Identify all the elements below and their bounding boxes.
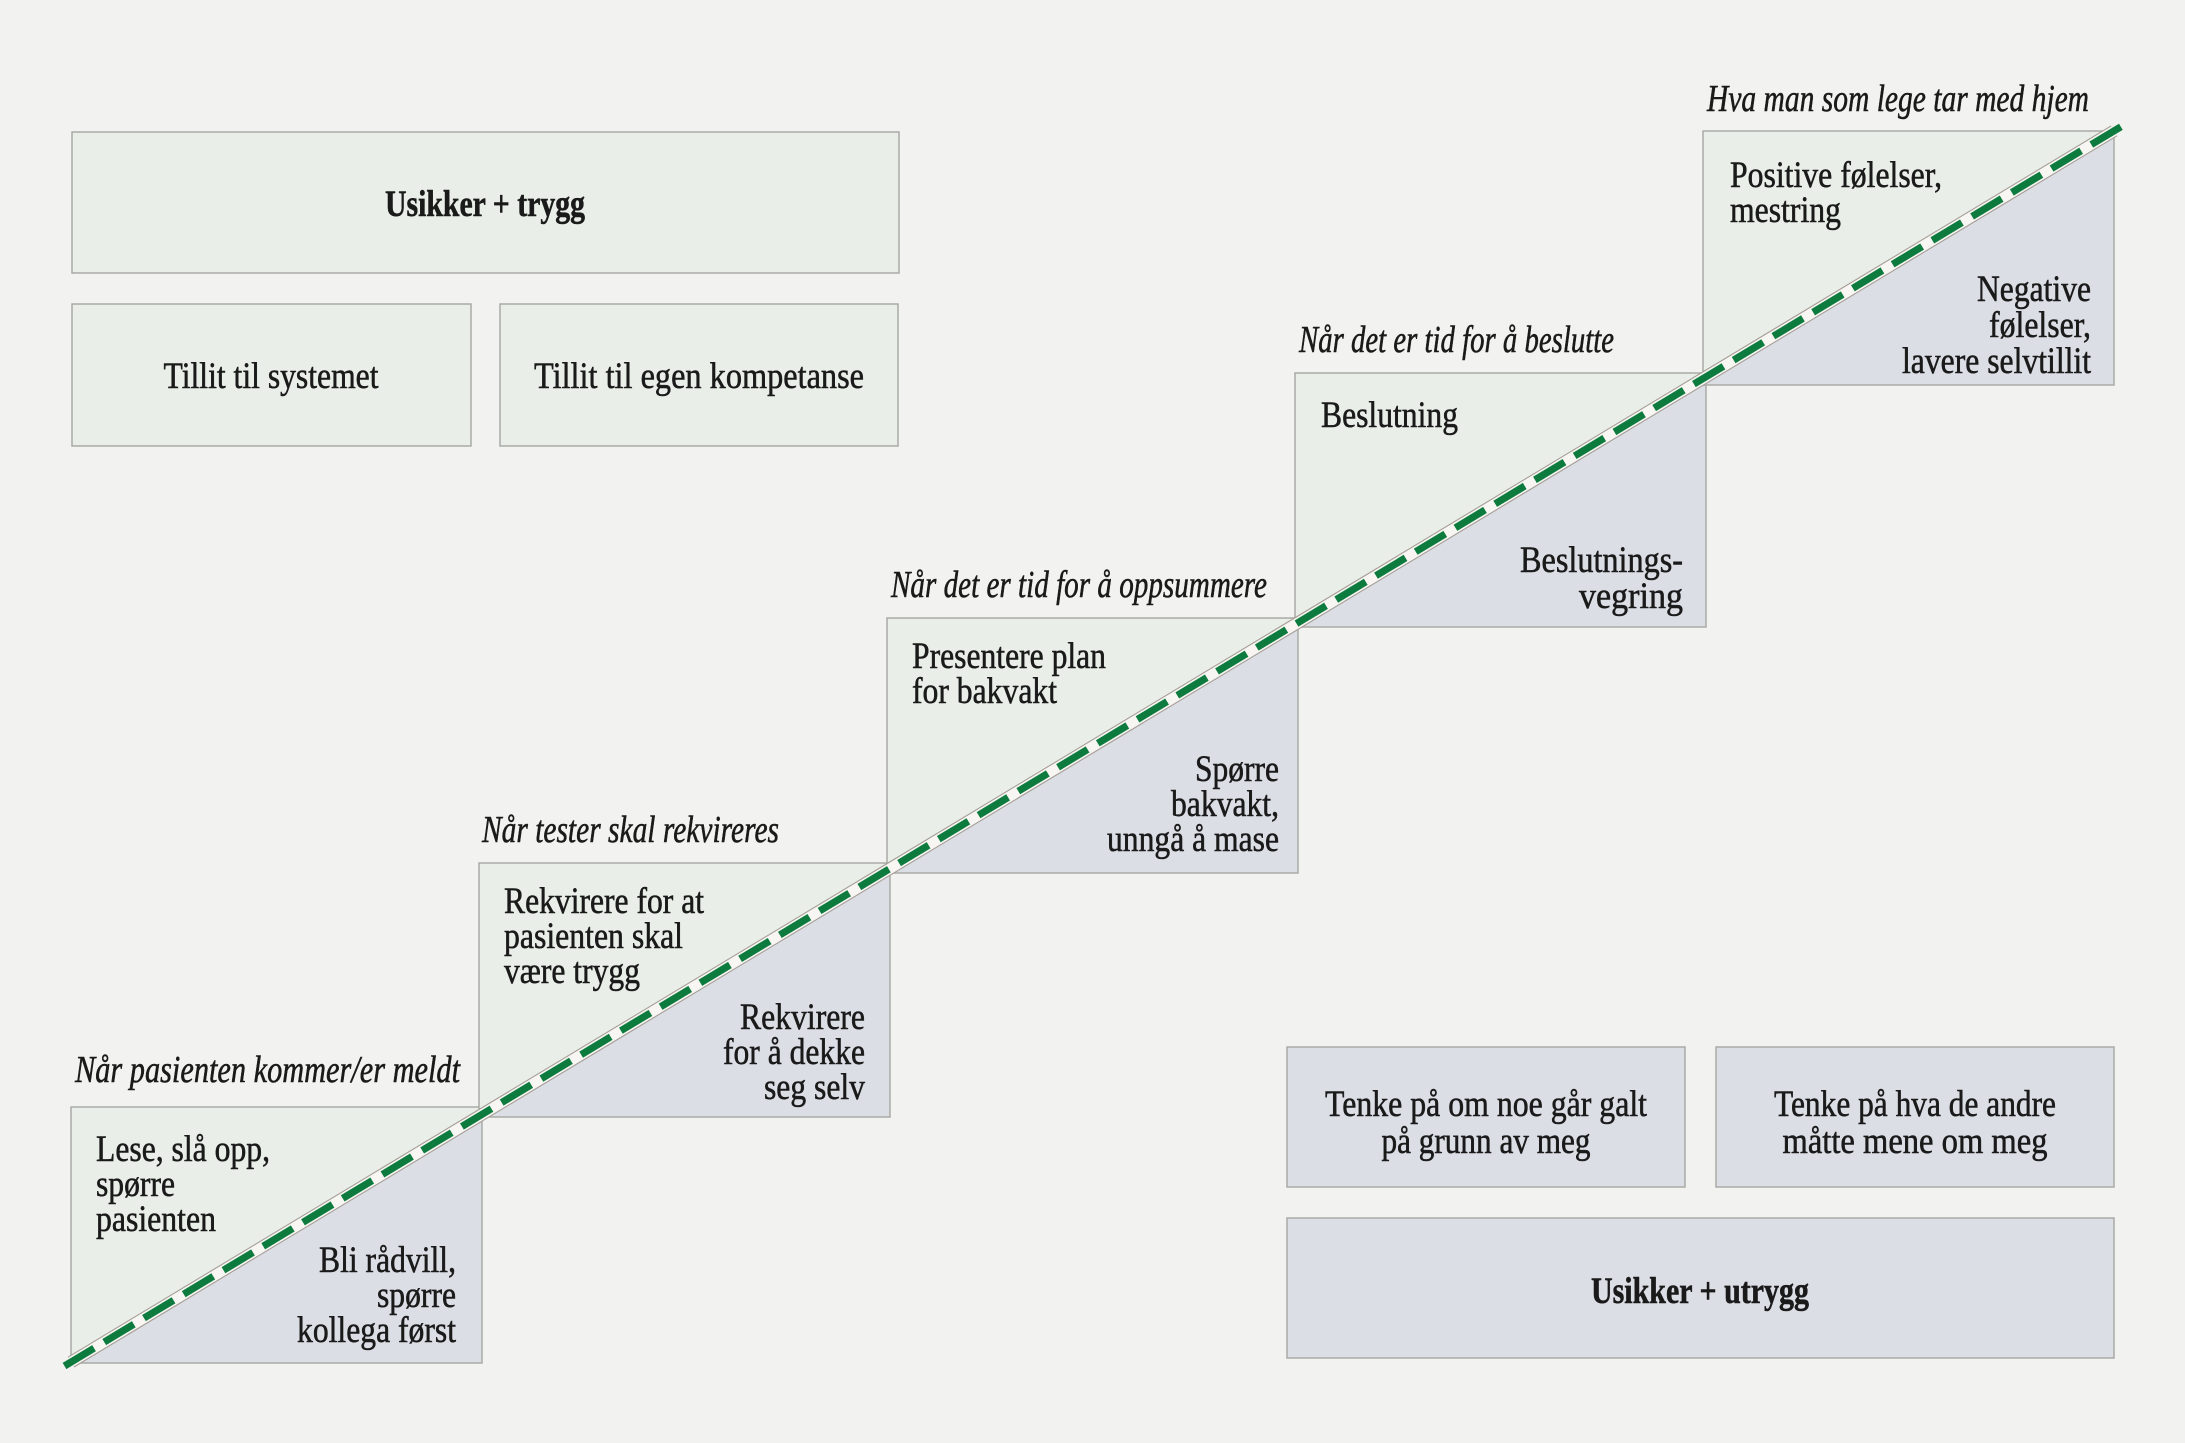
svg-text:Spørre: Spørre xyxy=(1195,749,1279,790)
svg-text:på grunn av meg: på grunn av meg xyxy=(1382,1121,1591,1162)
svg-text:Negative: Negative xyxy=(1977,269,2091,310)
svg-text:spørre: spørre xyxy=(96,1164,175,1205)
svg-text:være trygg: være trygg xyxy=(504,951,640,992)
svg-text:pasienten: pasienten xyxy=(96,1199,216,1240)
svg-text:for å dekke: for å dekke xyxy=(723,1032,865,1073)
svg-text:Når det er tid for å oppsummer: Når det er tid for å oppsummere xyxy=(890,564,1267,606)
svg-text:måtte mene om meg: måtte mene om meg xyxy=(1783,1121,2048,1162)
svg-text:Usikker + utrygg: Usikker + utrygg xyxy=(1591,1271,1809,1312)
svg-text:kollega først: kollega først xyxy=(297,1310,457,1351)
svg-text:Når det er tid for å beslutte: Når det er tid for å beslutte xyxy=(1298,319,1614,361)
svg-text:Bli rådvill,: Bli rådvill, xyxy=(319,1240,456,1281)
svg-text:bakvakt,: bakvakt, xyxy=(1171,784,1279,825)
svg-text:Beslutning: Beslutning xyxy=(1321,395,1458,436)
svg-text:Tenke på hva de andre: Tenke på hva de andre xyxy=(1774,1084,2056,1125)
svg-text:Når pasienten kommer/er meldt: Når pasienten kommer/er meldt xyxy=(74,1049,461,1091)
svg-text:Beslutnings-: Beslutnings- xyxy=(1520,540,1683,581)
svg-text:Når tester skal rekvireres: Når tester skal rekvireres xyxy=(481,809,779,851)
svg-text:pasienten skal: pasienten skal xyxy=(504,916,683,957)
svg-text:Hva man som lege tar med hjem: Hva man som lege tar med hjem xyxy=(1706,78,2089,120)
svg-text:følelser,: følelser, xyxy=(1989,305,2091,346)
svg-text:Rekvirere for at: Rekvirere for at xyxy=(504,881,705,922)
svg-text:mestring: mestring xyxy=(1730,190,1841,231)
svg-text:Presentere plan: Presentere plan xyxy=(912,636,1106,677)
svg-text:unngå å mase: unngå å mase xyxy=(1107,819,1279,860)
svg-text:Tenke på om noe går galt: Tenke på om noe går galt xyxy=(1325,1084,1648,1125)
svg-text:Lese, slå opp,: Lese, slå opp, xyxy=(96,1129,270,1170)
svg-text:Tillit til egen kompetanse: Tillit til egen kompetanse xyxy=(534,356,864,397)
svg-text:Tillit til systemet: Tillit til systemet xyxy=(164,356,380,397)
svg-text:Rekvirere: Rekvirere xyxy=(740,997,865,1038)
svg-text:lavere selvtillit: lavere selvtillit xyxy=(1902,341,2092,382)
svg-text:vegring: vegring xyxy=(1579,576,1683,617)
svg-text:Usikker + trygg: Usikker + trygg xyxy=(385,184,585,225)
svg-text:seg selv: seg selv xyxy=(764,1067,865,1108)
svg-text:for bakvakt: for bakvakt xyxy=(912,671,1058,712)
svg-text:Positive følelser,: Positive følelser, xyxy=(1730,155,1942,196)
svg-text:spørre: spørre xyxy=(377,1275,456,1316)
